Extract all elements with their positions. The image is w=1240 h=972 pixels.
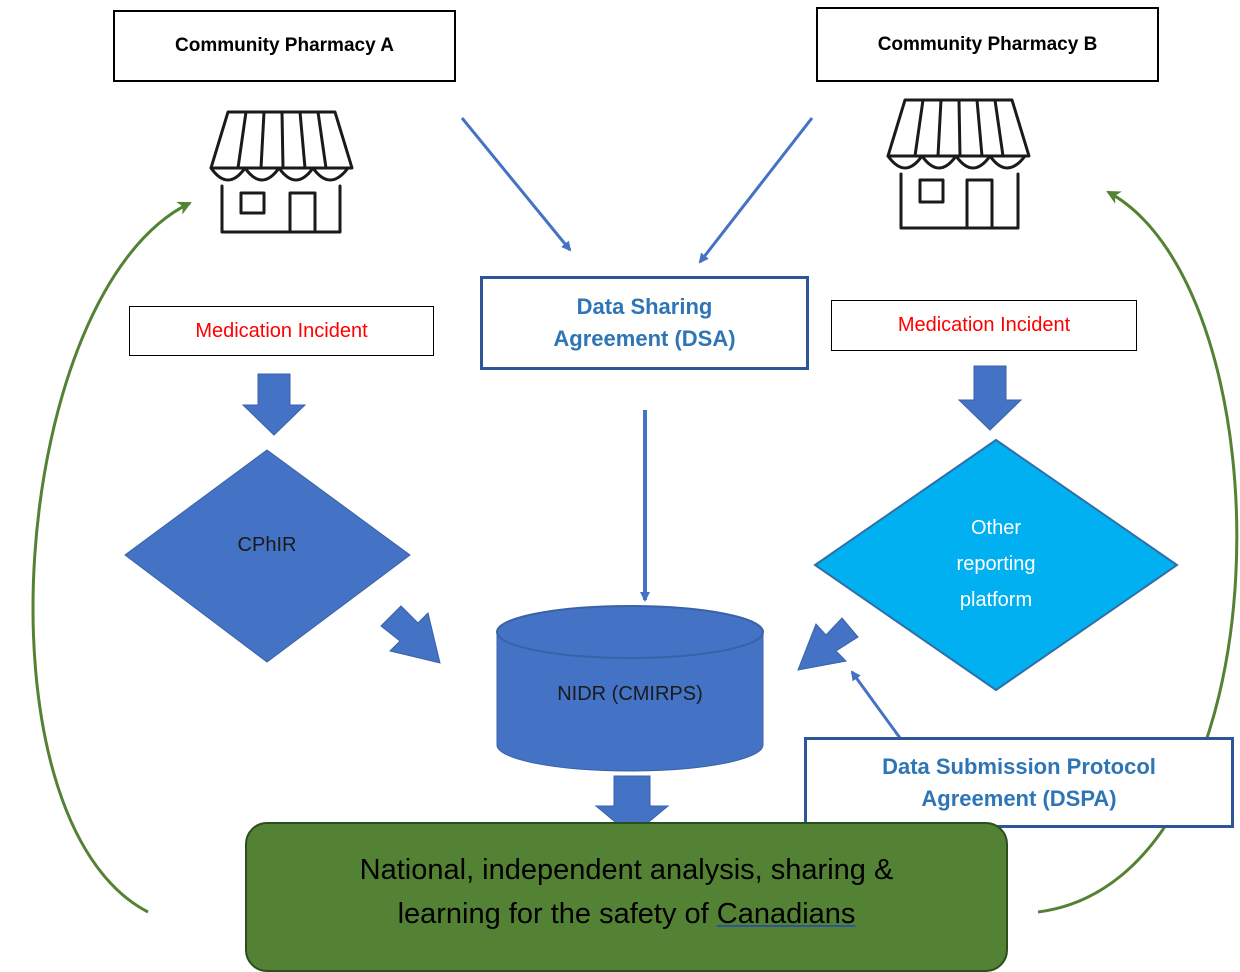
outcome-line2-prefix: learning for the safety of: [397, 898, 717, 930]
outcome-line1: National, independent analysis, sharing …: [359, 854, 894, 886]
incident-left-label: Medication Incident: [195, 319, 368, 342]
other-platform-diamond: [813, 438, 1179, 692]
nidr-database-cylinder: [496, 605, 764, 772]
arrow-pharmacy-b-to-dsa: [698, 117, 814, 264]
pharmacy-b-label: Community Pharmacy B: [877, 33, 1098, 55]
store-icon-pharmacy-b: [886, 98, 1031, 230]
incident-right-label: Medication Incident: [897, 314, 1071, 336]
arrow-dspa-to-nidr: [850, 670, 902, 739]
incident-right-box: Medication Incident: [831, 300, 1137, 351]
store-icon-pharmacy-a: [209, 110, 354, 234]
block-arrow-nidr-to-outcome: [594, 775, 670, 837]
block-arrow-other-to-nidr: [797, 617, 859, 671]
feedback-arrow-left: [31, 201, 192, 914]
canadians-link[interactable]: Canadians: [716, 898, 856, 930]
pharmacy-b-box: Community Pharmacy B: [816, 7, 1159, 82]
dspa-label-line1: Data Submission Protocol: [882, 753, 1156, 779]
incident-left-box: Medication Incident: [129, 306, 434, 356]
dspa-label-line2: Agreement (DSPA): [921, 785, 1117, 811]
pharmacy-a-box: Community Pharmacy A: [113, 10, 456, 82]
block-arrow-incident-a-down: [241, 373, 307, 436]
feedback-arrow-right: [1037, 190, 1239, 914]
outcome-box: National, independent analysis, sharing …: [245, 822, 1008, 972]
outcome-line2: learning for the safety of Canadians: [360, 892, 894, 936]
dsa-label-line2: Agreement (DSA): [553, 326, 736, 351]
pharmacy-a-label: Community Pharmacy A: [175, 35, 394, 56]
dsa-label-line1: Data Sharing: [576, 294, 713, 319]
dspa-box: Data Submission Protocol Agreement (DSPA…: [804, 737, 1234, 828]
arrow-pharmacy-a-to-dsa: [460, 117, 572, 252]
block-arrow-cphir-to-nidr: [380, 605, 441, 664]
block-arrow-incident-b-down: [957, 365, 1023, 431]
cphir-diamond: [124, 449, 411, 663]
dsa-box: Data Sharing Agreement (DSA): [480, 276, 809, 370]
